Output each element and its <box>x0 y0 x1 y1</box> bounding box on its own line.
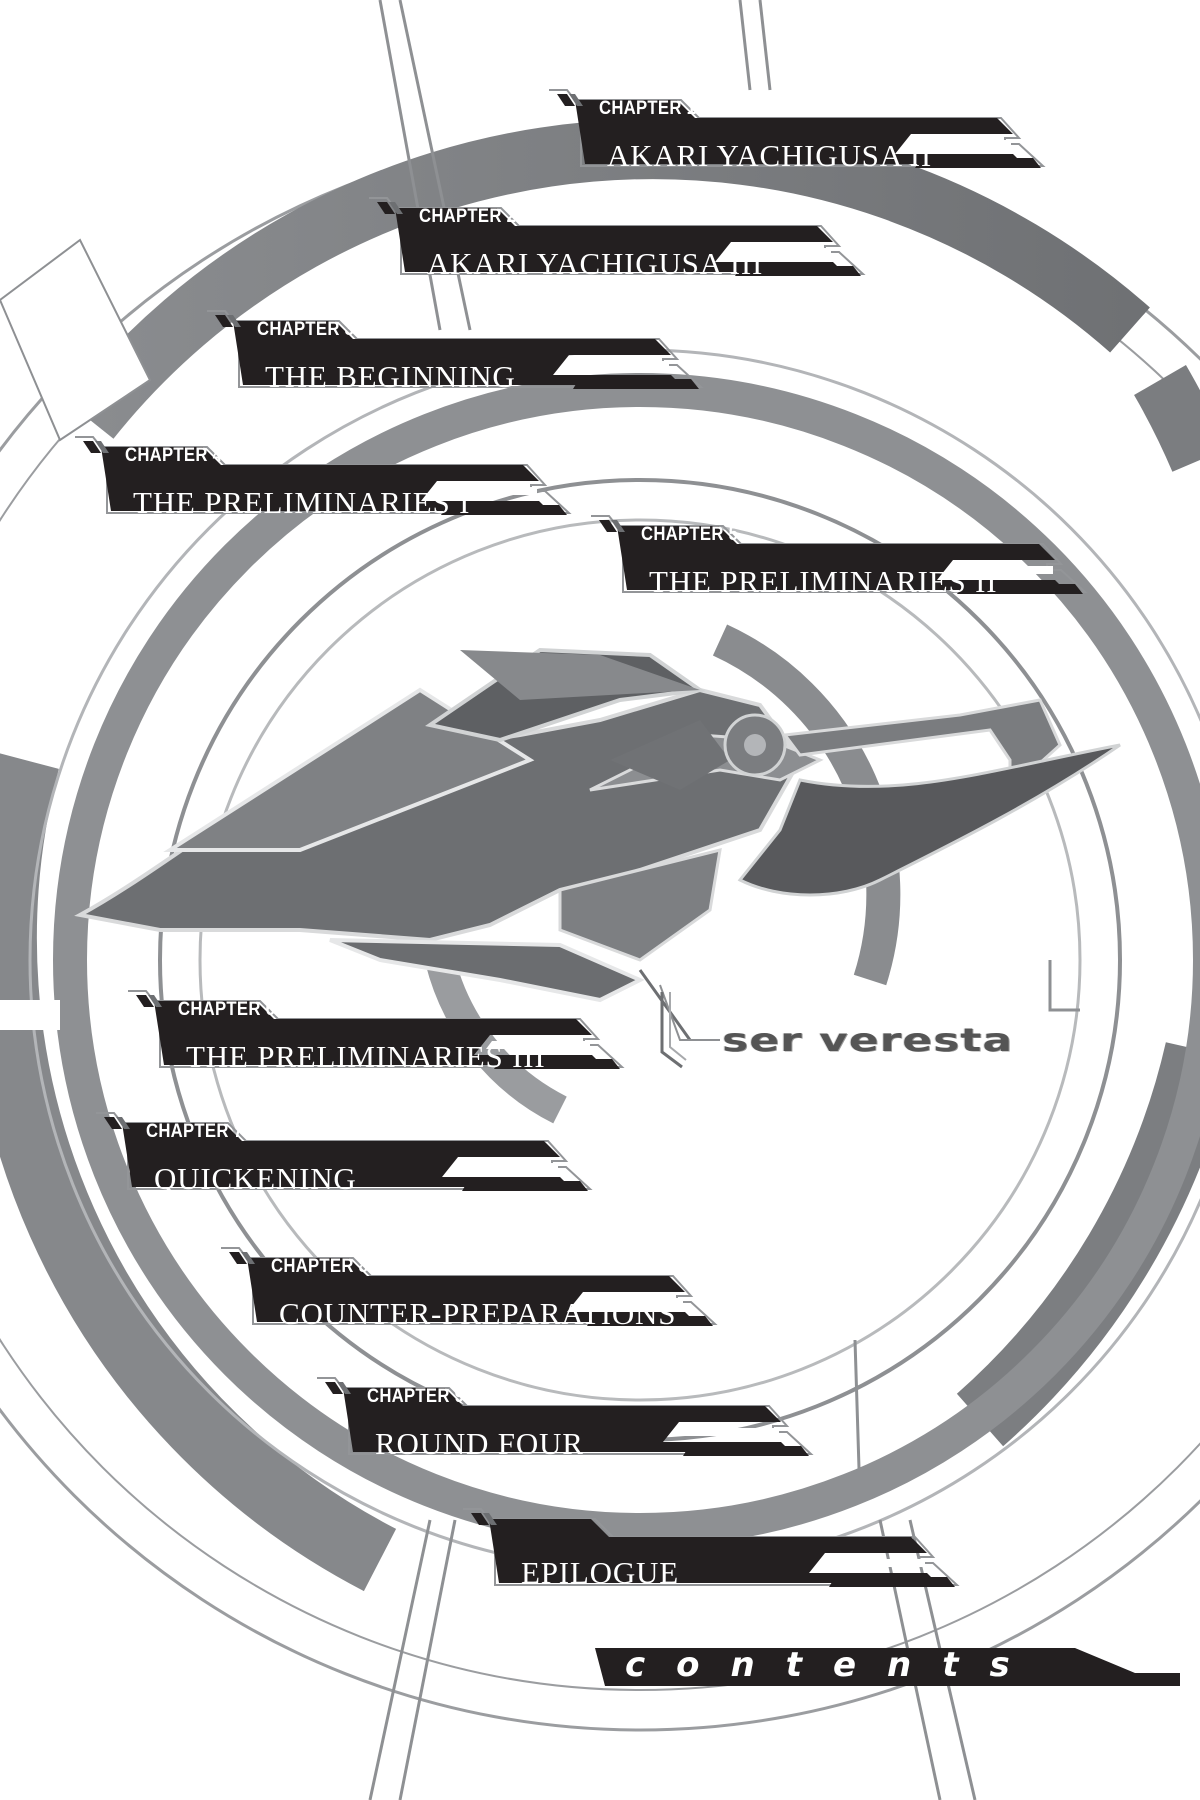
chapter-number: CHAPTER 1 <box>599 98 697 119</box>
chapter-title: THE PRELIMINARIES III <box>186 1039 546 1074</box>
chapter-panel <box>317 1377 814 1456</box>
logo-text: ser veresta <box>722 1022 1014 1059</box>
chapter-panel <box>75 436 572 515</box>
chapter-entry[interactable]: CHAPTER 5 THE PRELIMINARIES II <box>591 515 1200 622</box>
chapter-panel <box>369 197 866 276</box>
chapter-title: AKARI YACHIGUSA II <box>607 138 932 173</box>
chapter-number: CHAPTER 7 <box>146 1121 244 1142</box>
chapter-panel <box>207 310 704 389</box>
chapter-number: CHAPTER 5 <box>641 524 739 545</box>
chapter-title: AKARI YACHIGUSA III <box>427 246 764 281</box>
chapter-entry[interactable]: EPILOGUE <box>463 1508 1200 1615</box>
chapter-number: CHAPTER 4 <box>125 445 223 466</box>
chapter-entry[interactable]: CHAPTER 7 QUICKENING <box>96 1112 1008 1219</box>
chapter-number: CHAPTER 2 <box>419 206 517 227</box>
chapter-number: CHAPTER 6 <box>178 999 276 1020</box>
chapter-panel <box>128 990 625 1069</box>
contents-bar: contents <box>595 1645 1180 1686</box>
chapter-panel <box>96 1112 593 1191</box>
chapter-title: QUICKENING <box>154 1161 357 1196</box>
chapter-title: EPILOGUE <box>521 1555 679 1590</box>
chapter-number: CHAPTER 9 <box>367 1386 465 1407</box>
chapter-title: COUNTER-PREPARATIONS <box>279 1296 677 1331</box>
chapter-entry[interactable]: CHAPTER 1 AKARI YACHIGUSA II <box>549 89 1200 196</box>
chapter-panel <box>221 1247 718 1326</box>
chapter-entry[interactable]: CHAPTER 8 COUNTER-PREPARATIONS <box>221 1247 1133 1354</box>
ship-illustration <box>74 647 1121 1041</box>
chapter-number: CHAPTER 8 <box>271 1256 369 1277</box>
series-logo: ser veresta <box>660 992 1102 1096</box>
chapter-entry[interactable]: CHAPTER 4 THE PRELIMINARIES I <box>75 436 987 543</box>
chapter-panel <box>591 515 1088 594</box>
chapter-title: THE BEGINNING <box>265 359 516 394</box>
chapter-title: THE PRELIMINARIES II <box>649 564 998 599</box>
chapter-panel <box>463 1508 960 1587</box>
chapter-title: THE PRELIMINARIES I <box>133 485 471 520</box>
contents-label: contents <box>625 1645 1041 1685</box>
chapter-entry[interactable]: CHAPTER 6 THE PRELIMINARIES III <box>128 990 1040 1097</box>
chapter-title: ROUND FOUR <box>375 1426 584 1461</box>
chapter-entry[interactable]: CHAPTER 2 AKARI YACHIGUSA III <box>369 197 1200 304</box>
chapter-panel <box>549 89 1046 168</box>
chapter-entry[interactable]: CHAPTER 9 ROUND FOUR <box>317 1377 1200 1484</box>
chapter-entry[interactable]: CHAPTER 3 THE BEGINNING <box>207 310 1119 417</box>
chapter-number: CHAPTER 3 <box>257 319 355 340</box>
